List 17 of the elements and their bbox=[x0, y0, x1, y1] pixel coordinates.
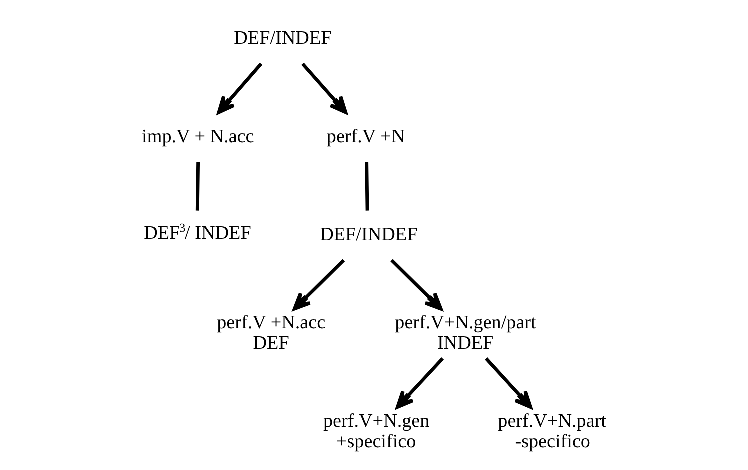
node-text: perf.V+N.gen/part INDEF bbox=[395, 312, 536, 354]
arrow bbox=[302, 62, 348, 114]
arrow bbox=[396, 357, 444, 408]
node-text: perf.V +N.acc DEF bbox=[217, 312, 326, 354]
arrow bbox=[292, 258, 346, 310]
arrow bbox=[217, 62, 263, 114]
arrow bbox=[390, 258, 443, 310]
connector bbox=[365, 162, 370, 210]
node-text: perf.V+N.part -specifico bbox=[498, 410, 606, 452]
connector bbox=[196, 162, 200, 210]
arrow bbox=[485, 357, 532, 408]
node-text: perf.V+N.gen +specifico bbox=[324, 410, 430, 452]
node-text: imp.V + N.acc bbox=[142, 126, 254, 147]
node-text: perf.V +N bbox=[326, 126, 406, 147]
node-text: DEF/INDEF bbox=[234, 28, 332, 49]
node-text: DEF/INDEF bbox=[320, 224, 418, 246]
node-text: DEF$^{3}$/ INDEF bbox=[144, 220, 252, 244]
